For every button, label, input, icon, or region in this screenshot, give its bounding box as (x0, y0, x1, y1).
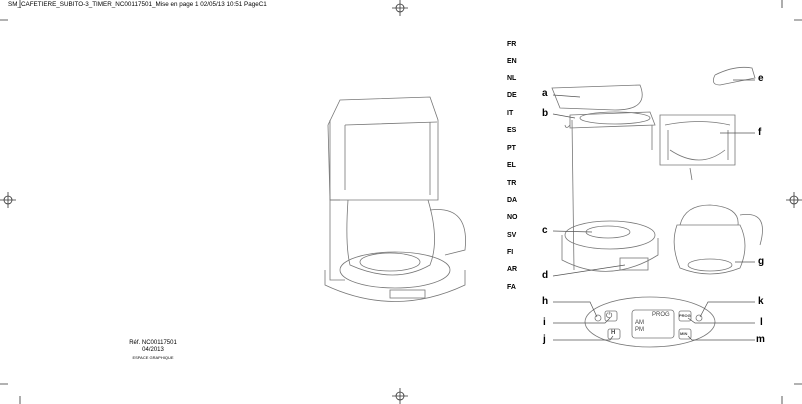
reference-number: Réf. NC00117501 (129, 340, 177, 346)
registration-mark-bottom (392, 388, 408, 404)
label-k: k (758, 296, 764, 307)
registration-mark-left (0, 192, 16, 208)
label-d: d (542, 270, 549, 281)
language-el: EL (507, 162, 516, 169)
label-j: j (543, 334, 546, 345)
language-ar: AR (507, 266, 518, 273)
min-button-label: MIN (680, 331, 688, 336)
language-no: NO (507, 214, 518, 221)
language-es: ES (507, 127, 517, 134)
reference-date: 04/2013 (142, 347, 164, 353)
language-nl: NL (507, 75, 517, 82)
language-pt: PT (507, 145, 516, 152)
power-icon: ⏻ (606, 311, 613, 320)
language-fi: FI (507, 249, 514, 256)
language-fa: FA (507, 284, 516, 291)
language-de: DE (507, 92, 517, 99)
registration-mark-top (392, 0, 408, 16)
language-tr: TR (507, 180, 517, 187)
reference-block: Réf. NC00117501 04/2013 ESPACE GRAPHIQUE (118, 340, 188, 361)
label-i: i (543, 317, 546, 328)
language-fr: FR (507, 41, 517, 48)
language-da: DA (507, 197, 518, 204)
language-it: IT (507, 110, 514, 117)
label-f: f (758, 127, 762, 138)
hour-button-label: H (611, 330, 616, 336)
display-am-text: AM (635, 320, 644, 326)
language-en: EN (507, 58, 517, 65)
language-sv: SV (507, 232, 517, 239)
label-l: l (760, 317, 763, 328)
label-a: a (542, 88, 548, 99)
reference-credit: ESPACE GRAPHIQUE (132, 355, 174, 360)
lid-a (551, 84, 643, 111)
exploded-coffee-maker (551, 66, 763, 348)
label-m: m (756, 334, 765, 345)
display-pm-text: PM (635, 327, 644, 333)
label-h: h (542, 296, 549, 307)
label-e: e (758, 73, 764, 84)
label-b: b (542, 108, 549, 119)
prog-button-label: PROG (679, 313, 691, 318)
label-c: c (542, 225, 548, 236)
label-g: g (758, 256, 765, 267)
leader-lines (552, 79, 755, 341)
file-header: SM_CAFETIERE_SUBITO-3_TIMER_NC00117501_M… (8, 1, 267, 8)
display-prog-text: PROG (652, 312, 670, 318)
registration-mark-right (786, 192, 802, 208)
coffee-maker-illustration (324, 96, 466, 302)
